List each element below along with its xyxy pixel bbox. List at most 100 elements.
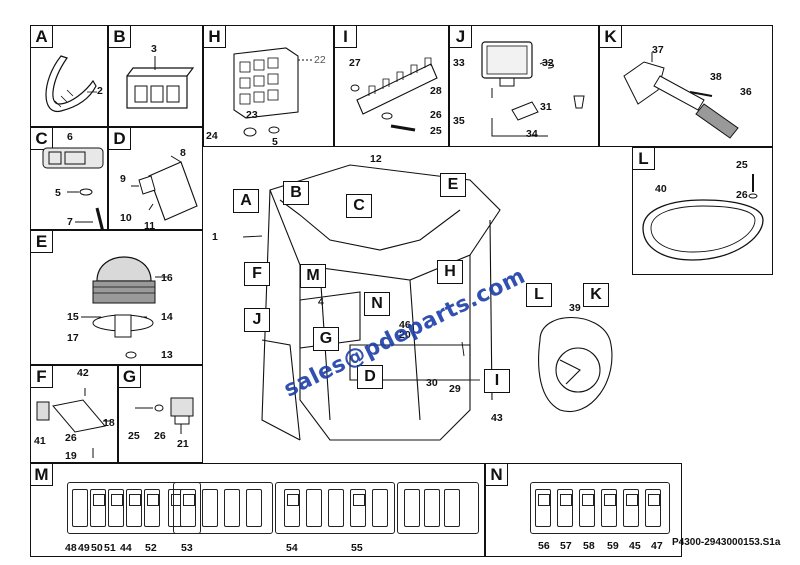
label-59: 59: [607, 540, 619, 552]
label-26-g: 26: [154, 430, 166, 442]
mount-plate-illustration: [36, 388, 111, 458]
panel-b-letter: B: [109, 26, 131, 48]
label-15: 15: [67, 311, 79, 323]
label-42: 42: [77, 367, 89, 379]
panel-a: A 2: [30, 25, 108, 127]
label-19: 19: [65, 450, 77, 462]
label-16: 16: [161, 272, 173, 284]
label-26-f: 26: [65, 432, 77, 444]
label-1: 1: [212, 231, 218, 243]
label-20: 20: [399, 329, 411, 341]
panel-g-letter: G: [119, 366, 141, 388]
label-46: 46: [399, 319, 411, 331]
label-3: 3: [151, 43, 157, 55]
switch-group-2: [173, 482, 273, 534]
label-9: 9: [120, 173, 126, 185]
steering-cover-illustration: [642, 174, 764, 261]
panel-j: J 33 32 31 35 34: [449, 25, 599, 147]
label-48: 48: [65, 542, 77, 554]
panel-l-letter: L: [633, 148, 655, 170]
label-36: 36: [740, 86, 752, 98]
fuse-box-illustration: [233, 47, 312, 137]
switch-group-5: [530, 482, 670, 534]
callout-g: G: [313, 327, 339, 351]
panel-e-letter: E: [31, 231, 53, 253]
label-40: 40: [655, 183, 667, 195]
callout-a: A: [233, 189, 259, 213]
panel-b: B 3: [108, 25, 203, 127]
panel-n-letter: N: [486, 464, 508, 486]
callout-n: N: [364, 292, 390, 316]
label-44: 44: [120, 542, 132, 554]
label-31: 31: [540, 101, 552, 113]
label-25-g: 25: [128, 430, 140, 442]
label-45: 45: [629, 540, 641, 552]
callout-e: E: [440, 173, 466, 197]
panel-f-letter: F: [31, 366, 53, 388]
label-8: 8: [180, 147, 186, 159]
panel-n: N 56 57 58 59 45 47: [485, 463, 682, 557]
panel-c: C 6 5 7: [30, 127, 108, 233]
label-24: 24: [206, 130, 218, 142]
panel-f: F 42 41 18 26 19: [30, 365, 118, 463]
label-6: 6: [67, 131, 73, 143]
label-28: 28: [430, 85, 442, 97]
label-53: 53: [181, 542, 193, 554]
label-13: 13: [161, 349, 173, 361]
callout-k: K: [583, 283, 609, 307]
panel-h: H 22 23 24 5: [203, 25, 334, 148]
label-4: 4: [318, 296, 324, 308]
label-43: 43: [491, 412, 503, 424]
panel-i-letter: I: [335, 26, 357, 48]
label-58: 58: [583, 540, 595, 552]
panel-d: D 8 9 10 11: [108, 127, 203, 232]
relay-illustration: [135, 397, 194, 434]
callout-h: H: [437, 260, 463, 284]
callout-b: B: [283, 181, 309, 205]
monitor-illustration: [481, 41, 585, 137]
label-17: 17: [67, 332, 79, 344]
callout-c: C: [346, 194, 372, 218]
panel-m-letter: M: [31, 464, 53, 486]
callout-i: I: [484, 369, 510, 393]
label-29: 29: [449, 383, 461, 395]
panel-h-letter: H: [204, 26, 226, 48]
panel-g: G 25 26 21: [118, 365, 203, 463]
label-49: 49: [78, 542, 90, 554]
panel-c-letter: C: [31, 128, 53, 150]
label-33: 33: [453, 57, 465, 69]
callout-m: M: [300, 264, 326, 288]
callout-d: D: [357, 365, 383, 389]
panel-k: K 37 38 36: [599, 25, 773, 147]
panel-d-letter: D: [109, 128, 131, 150]
beacon-illustration: [81, 256, 167, 359]
label-32: 32: [542, 57, 554, 69]
label-50: 50: [91, 542, 103, 554]
panel-m: M 48 49 50 51 44 52 53 54 55: [30, 463, 485, 557]
label-51: 51: [104, 542, 116, 554]
label-26-i: 26: [430, 109, 442, 121]
label-38: 38: [710, 71, 722, 83]
label-30: 30: [426, 377, 438, 389]
label-26-l: 26: [736, 189, 748, 201]
bracket-illustration: [131, 155, 198, 221]
drawing-reference: P4300-2943000153.S1a: [672, 537, 781, 548]
label-27: 27: [349, 57, 361, 69]
callout-j: J: [244, 308, 270, 332]
panel-l: L 25 40 26: [632, 147, 773, 275]
label-25-i: 25: [430, 125, 442, 137]
label-11: 11: [144, 220, 156, 232]
panel-i: I 27 28 26 25: [334, 25, 449, 147]
label-35: 35: [453, 115, 465, 127]
label-10: 10: [120, 212, 132, 224]
panel-k-letter: K: [600, 26, 622, 48]
callout-f: F: [244, 262, 270, 286]
label-25-l: 25: [736, 159, 748, 171]
clip-rail-illustration: [350, 57, 438, 132]
label-56: 56: [538, 540, 550, 552]
switch-group-3: [275, 482, 395, 534]
lamp-illustration: [42, 147, 105, 233]
panel-a-letter: A: [31, 26, 53, 48]
label-5-h: 5: [272, 136, 278, 148]
callout-l: L: [526, 283, 552, 307]
